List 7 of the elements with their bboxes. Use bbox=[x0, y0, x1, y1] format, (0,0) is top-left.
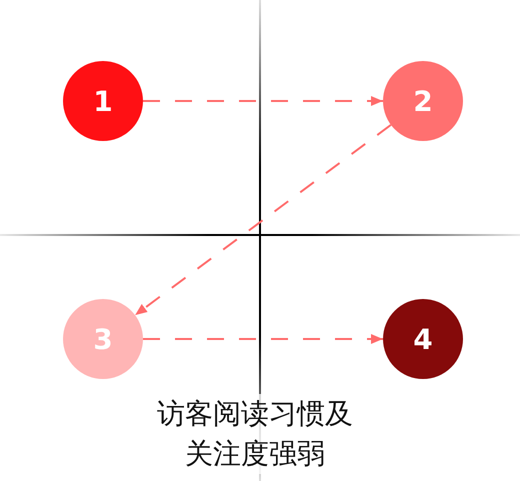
dashed-arrow bbox=[143, 96, 383, 106]
numbered-circle: 3 bbox=[63, 299, 143, 379]
numbered-circle: 4 bbox=[383, 299, 463, 379]
dashed-arrow bbox=[134, 124, 392, 316]
numbered-circle: 1 bbox=[63, 61, 143, 141]
numbered-circle: 2 bbox=[383, 61, 463, 141]
dashed-arrow bbox=[143, 334, 383, 344]
